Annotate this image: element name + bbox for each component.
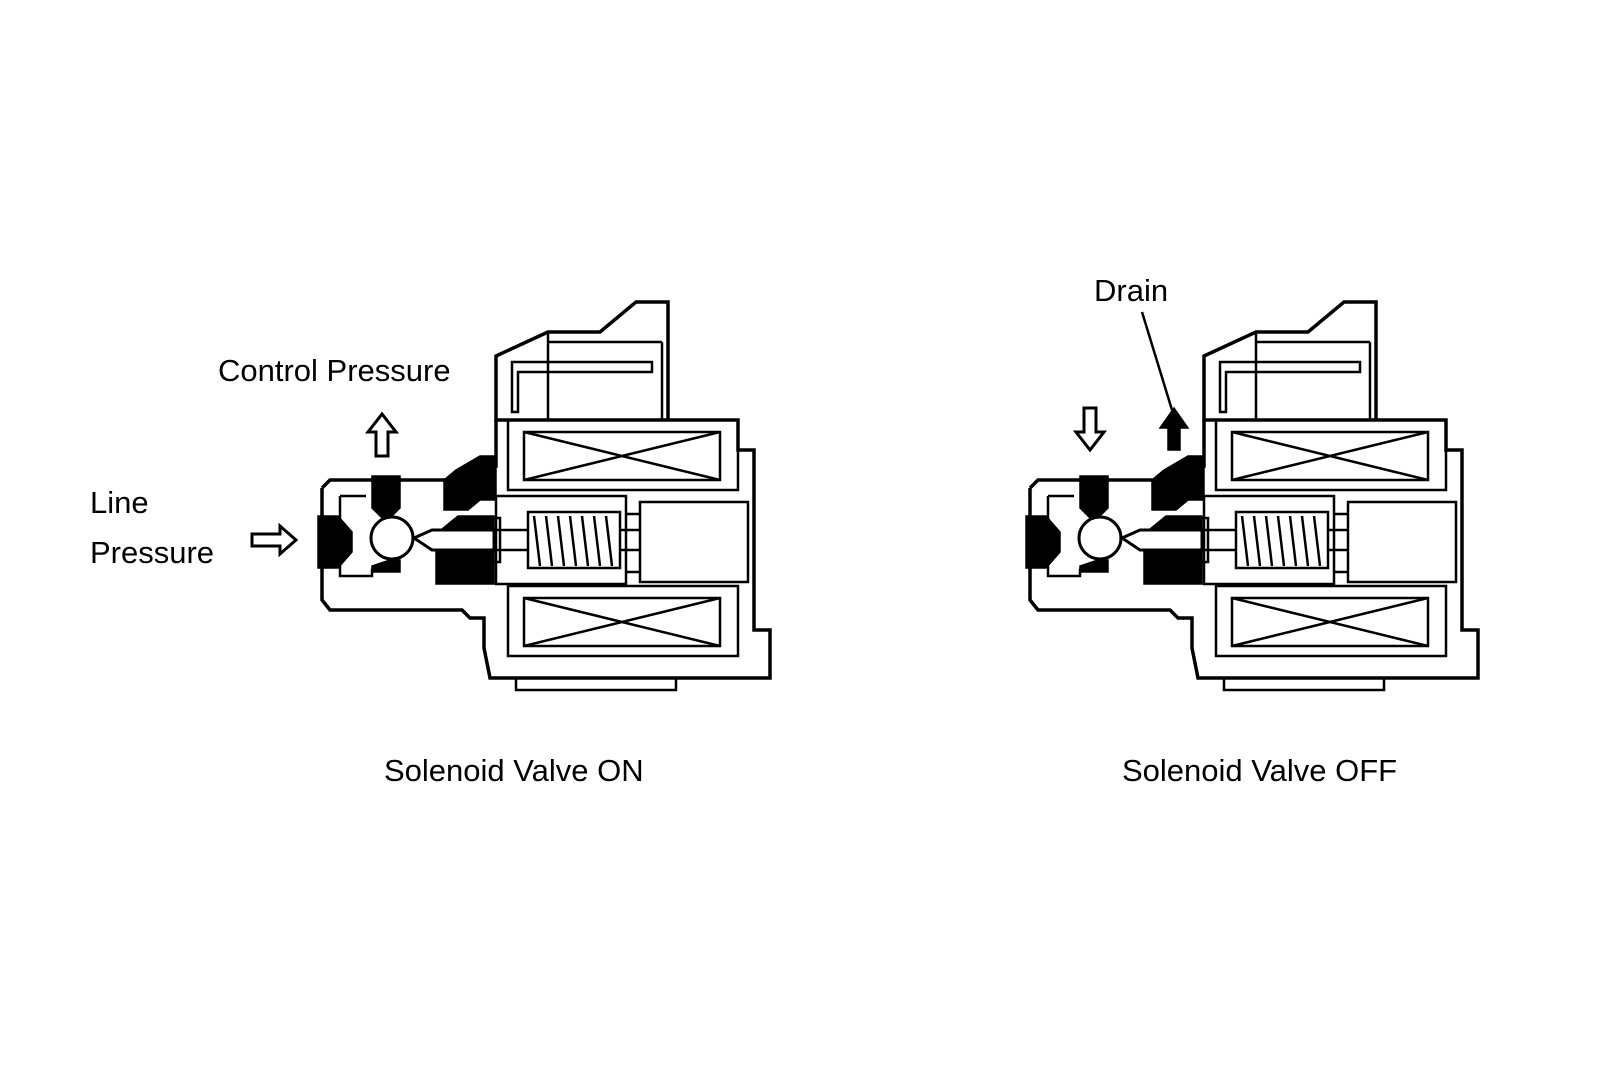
solenoid-valve-off [1024,300,1480,692]
label-control-pressure: Control Pressure [218,353,451,388]
caption-solenoid-valve-off: Solenoid Valve OFF [1122,753,1398,788]
arrow-down-outline-icon [1072,406,1108,453]
label-line: Line [90,485,149,520]
arrow-right-outline-icon [250,522,299,558]
label-pressure: Pressure [90,535,215,570]
label-drain: Drain [1094,273,1169,308]
caption-solenoid-valve-on: Solenoid Valve ON [384,753,644,788]
arrow-up-solid-icon [1158,406,1190,451]
drain-leader-line [1140,311,1174,411]
arrow-up-outline-icon [364,411,400,458]
